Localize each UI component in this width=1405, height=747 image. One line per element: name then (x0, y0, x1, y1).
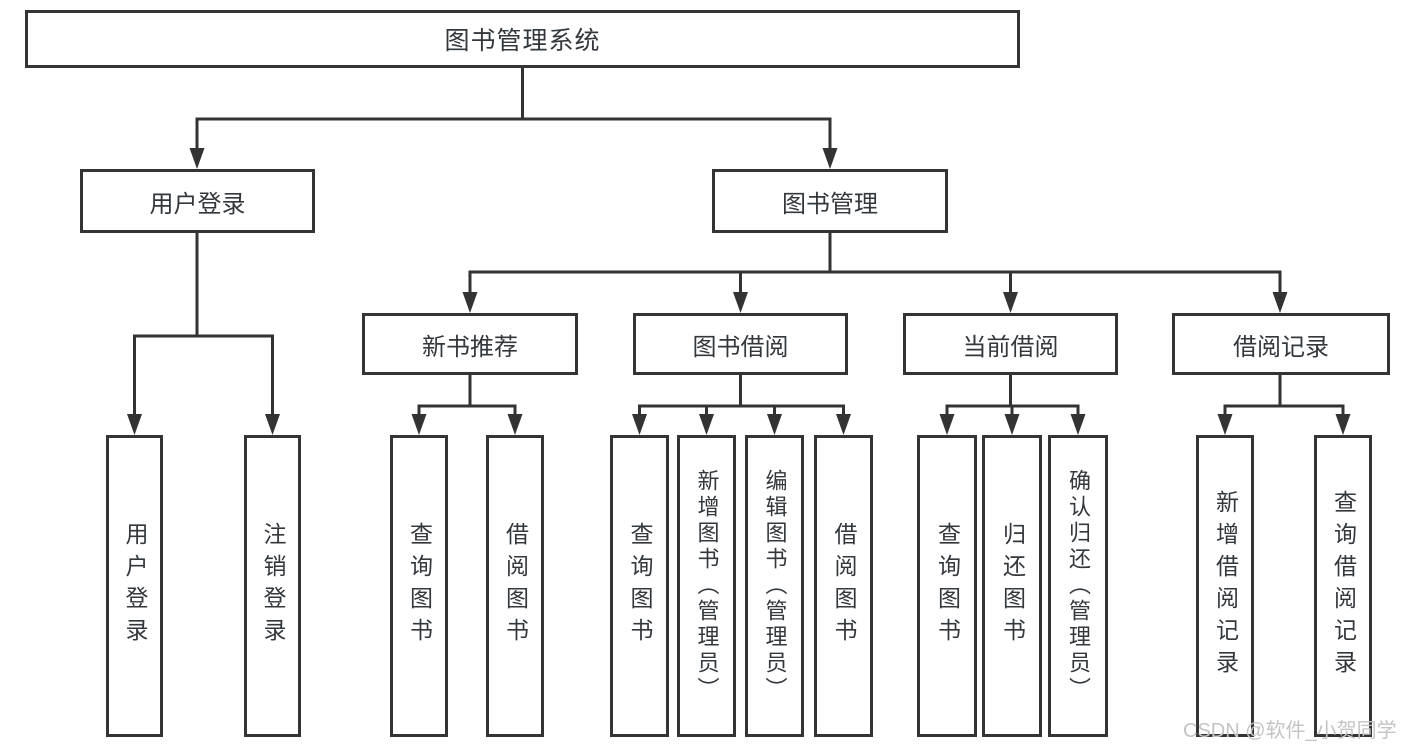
node-book-borrow-label: 图书借阅 (692, 333, 789, 361)
leaf-edit-book-admin: 编辑图书（管理员） (745, 435, 804, 737)
leaf-current-query-books-label: 查询图书 (934, 522, 961, 650)
leaf-add-borrow-record: 新增借阅记录 (1196, 435, 1254, 737)
leaf-borrow-borrow-books: 借阅图书 (814, 435, 873, 737)
node-user-login-label: 用户登录 (149, 190, 246, 218)
node-root-system: 图书管理系统 (25, 10, 1020, 68)
leaf-query-borrow-record-label: 查询借阅记录 (1330, 490, 1357, 682)
leaf-current-query-books: 查询图书 (917, 435, 977, 737)
arrowheads (127, 148, 1351, 435)
leaf-recommend-borrow-books: 借阅图书 (486, 435, 544, 737)
node-book-borrow: 图书借阅 (633, 313, 848, 375)
node-root-label: 图书管理系统 (444, 27, 601, 55)
leaf-query-borrow-record: 查询借阅记录 (1314, 435, 1372, 737)
leaf-edit-book-admin-label: 编辑图书（管理员） (762, 469, 788, 703)
leaf-user-login-label: 用户登录 (122, 522, 148, 650)
leaf-return-books: 归还图书 (982, 435, 1042, 737)
node-current-borrow: 当前借阅 (903, 313, 1118, 375)
leaf-logout: 注销登录 (244, 435, 301, 737)
node-new-book-recommend-label: 新书推荐 (422, 333, 518, 361)
leaf-borrow-borrow-books-label: 借阅图书 (831, 522, 857, 650)
node-user-login: 用户登录 (80, 169, 315, 233)
leaf-add-book-admin-label: 新增图书（管理员） (694, 469, 720, 703)
leaf-user-login: 用户登录 (106, 435, 163, 737)
csdn-watermark: CSDN @软件_小贺同学 (1183, 720, 1397, 742)
leaf-recommend-borrow-books-label: 借阅图书 (502, 522, 529, 650)
leaf-confirm-return-admin-label: 确认归还（管理员） (1066, 469, 1091, 703)
node-book-management-label: 图书管理 (782, 190, 878, 218)
leaf-recommend-query-books-label: 查询图书 (406, 522, 433, 650)
node-book-management: 图书管理 (712, 169, 948, 233)
node-current-borrow-label: 当前借阅 (962, 333, 1059, 361)
leaf-recommend-query-books: 查询图书 (390, 435, 448, 737)
leaf-logout-label: 注销登录 (260, 522, 286, 650)
leaf-borrow-query-books: 查询图书 (610, 435, 669, 737)
node-borrow-records: 借阅记录 (1172, 313, 1390, 375)
leaf-borrow-query-books-label: 查询图书 (627, 522, 653, 650)
node-new-book-recommend: 新书推荐 (362, 313, 578, 375)
leaf-confirm-return-admin: 确认归还（管理员） (1048, 435, 1108, 737)
leaf-return-books-label: 归还图书 (999, 522, 1026, 650)
node-borrow-records-label: 借阅记录 (1233, 333, 1329, 361)
leaf-add-book-admin: 新增图书（管理员） (677, 435, 736, 737)
leaf-add-borrow-record-label: 新增借阅记录 (1212, 490, 1239, 682)
